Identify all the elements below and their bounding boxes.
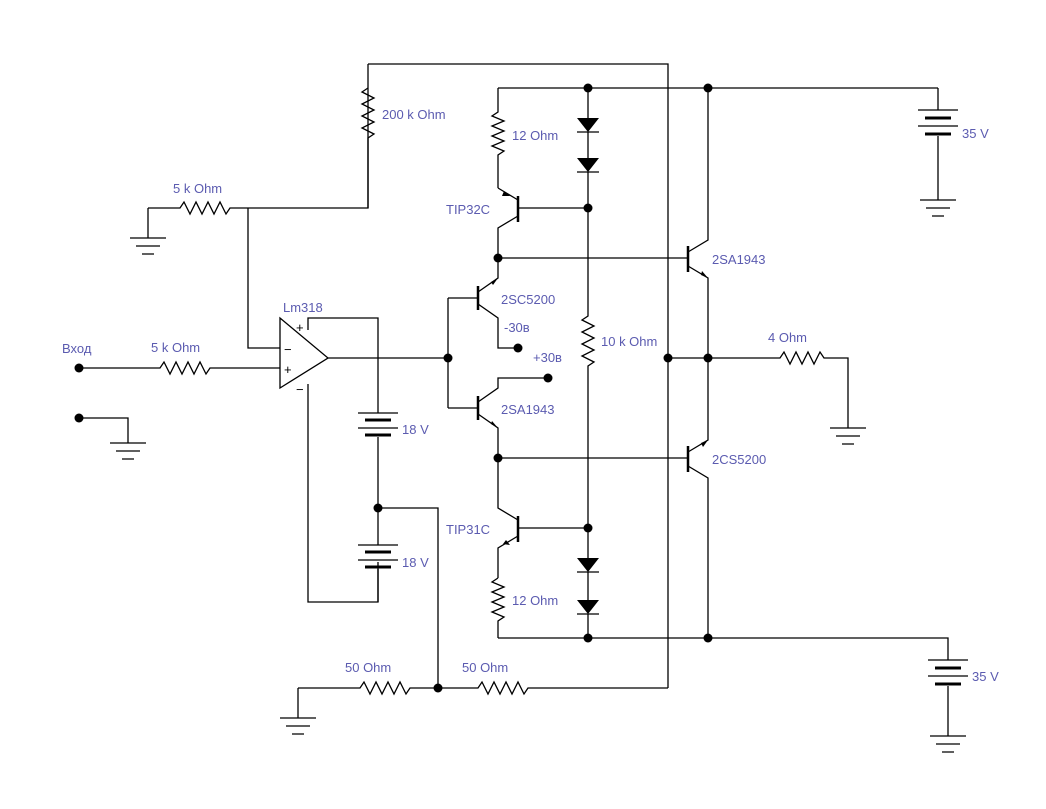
junction-bottom-rail <box>583 633 593 643</box>
junction-upper-drive <box>493 253 503 263</box>
battery-mid-wire <box>378 507 439 688</box>
ground-terminal <box>74 413 146 460</box>
inverting-input-wire <box>247 208 280 349</box>
opamp-pin-plus-top: + <box>296 320 304 335</box>
input-terminal <box>74 360 280 376</box>
opamp-pin-minus: − <box>284 342 292 357</box>
junction-output-fb <box>663 353 673 363</box>
label-r-feedback: 200 k Ohm <box>382 107 446 122</box>
transistor-2cs5200-output <box>686 358 709 638</box>
opamp-pin-plus: + <box>284 362 292 377</box>
battery-35v-top <box>918 88 958 217</box>
label-tip31c: TIP31C <box>446 522 490 537</box>
feedback-top-wires <box>248 63 669 688</box>
label-r-gnd: 5 k Ohm <box>173 181 222 196</box>
transistor-tip32c <box>497 187 588 258</box>
label-r-fb-a: 50 Ohm <box>345 660 391 675</box>
label-r-in: 5 k Ohm <box>151 340 200 355</box>
label-v-minus: -30в <box>504 320 530 335</box>
label-2sa1943-driver: 2SA1943 <box>501 402 555 417</box>
junction-output <box>703 353 713 363</box>
battery-18v-upper <box>358 358 398 508</box>
opamp-pin-minus-bottom: − <box>296 382 304 397</box>
label-battery-upper: 18 V <box>402 422 429 437</box>
label-2cs5200-output: 2CS5200 <box>712 452 766 467</box>
resistor-12-ohm-bottom <box>490 577 506 638</box>
opamp: + − + − <box>279 316 448 603</box>
label-r-emitter-bottom: 12 Ohm <box>512 593 558 608</box>
transistor-2sc5200-driver <box>476 258 523 353</box>
resistor-10k-bias <box>580 208 596 528</box>
label-opamp: Lm318 <box>283 300 323 315</box>
label-r-emitter-top: 12 Ohm <box>512 128 558 143</box>
label-tip32c: TIP32C <box>446 202 490 217</box>
resistor-50-ohm-a <box>280 680 438 735</box>
resistor-50-ohm-b <box>438 680 668 696</box>
label-r-load: 4 Ohm <box>768 330 807 345</box>
ground-symbol <box>130 237 166 255</box>
transistor-2sa1943-output <box>686 88 709 358</box>
battery-18v-lower <box>358 508 398 602</box>
label-r-fb-b: 50 Ohm <box>462 660 508 675</box>
resistor-5k-ground <box>147 200 248 238</box>
resistor-200k <box>360 87 376 208</box>
transistor-tip31c <box>497 458 588 578</box>
label-2sc5200-driver: 2SC5200 <box>501 292 555 307</box>
resistor-4-ohm-load <box>768 350 866 445</box>
diodes-bottom <box>577 528 599 638</box>
label-v-plus: +30в <box>533 350 562 365</box>
diodes-top <box>577 88 599 208</box>
label-2sa1943-output: 2SA1943 <box>712 252 766 267</box>
driver-bases <box>447 297 478 409</box>
label-supply-top: 35 V <box>962 126 989 141</box>
bottom-rail <box>498 637 949 660</box>
label-input: Вход <box>62 341 92 356</box>
label-battery-lower: 18 V <box>402 555 429 570</box>
label-supply-bottom: 35 V <box>972 669 999 684</box>
label-r-bias: 10 k Ohm <box>601 334 657 349</box>
resistor-12-ohm-top <box>490 88 506 188</box>
transistor-2sa1943-driver <box>476 373 553 458</box>
battery-35v-bottom <box>928 659 968 753</box>
